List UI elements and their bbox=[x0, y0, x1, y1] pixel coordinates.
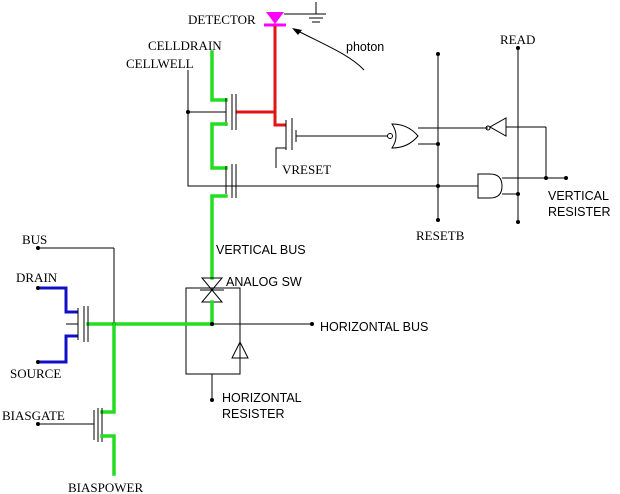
label-drain: DRAIN bbox=[16, 270, 58, 285]
horizontal-inverter bbox=[231, 340, 249, 359]
label-read: READ bbox=[500, 32, 535, 47]
label-horizontal-resister-2: RESISTER bbox=[222, 407, 285, 421]
or-gate bbox=[387, 123, 488, 149]
read-inverter bbox=[485, 117, 547, 178]
label-analog-sw: ANALOG SW bbox=[226, 275, 302, 289]
label-vertical-resister-2: RESISTER bbox=[548, 205, 611, 219]
label-detector: DETECTOR bbox=[188, 12, 256, 27]
label-biaspower: BIASPOWER bbox=[68, 480, 143, 494]
label-vreset: VRESET bbox=[282, 162, 331, 177]
ground-symbol bbox=[284, 2, 326, 23]
label-celldrain: CELLDRAIN bbox=[148, 38, 222, 53]
label-cellwell: CELLWELL bbox=[126, 56, 194, 71]
analog-switch bbox=[200, 277, 224, 303]
pixel-transistor-2 bbox=[225, 164, 237, 198]
source-follower-transistor bbox=[36, 286, 89, 364]
label-biasgate: BIASGATE bbox=[2, 408, 65, 423]
reset-transistor bbox=[275, 118, 388, 168]
label-horizontal-bus: HORIZONTAL BUS bbox=[320, 320, 428, 334]
photon-arrow bbox=[295, 29, 365, 71]
label-vertical-bus: VERTICAL BUS bbox=[216, 243, 306, 257]
label-vertical-resister-1: VERTICAL bbox=[548, 189, 609, 203]
label-horizontal-resister-1: HORIZONTAL bbox=[222, 391, 302, 405]
detector-wire bbox=[273, 26, 286, 127]
celldrain-wire bbox=[210, 50, 228, 102]
label-bus: BUS bbox=[22, 232, 47, 247]
detector-diode bbox=[264, 12, 286, 27]
and-gate bbox=[477, 173, 568, 199]
label-source: SOURCE bbox=[10, 366, 61, 381]
label-photon: photon bbox=[346, 40, 384, 54]
label-resetb: RESETB bbox=[416, 228, 465, 243]
cellwell-wire bbox=[187, 70, 236, 187]
